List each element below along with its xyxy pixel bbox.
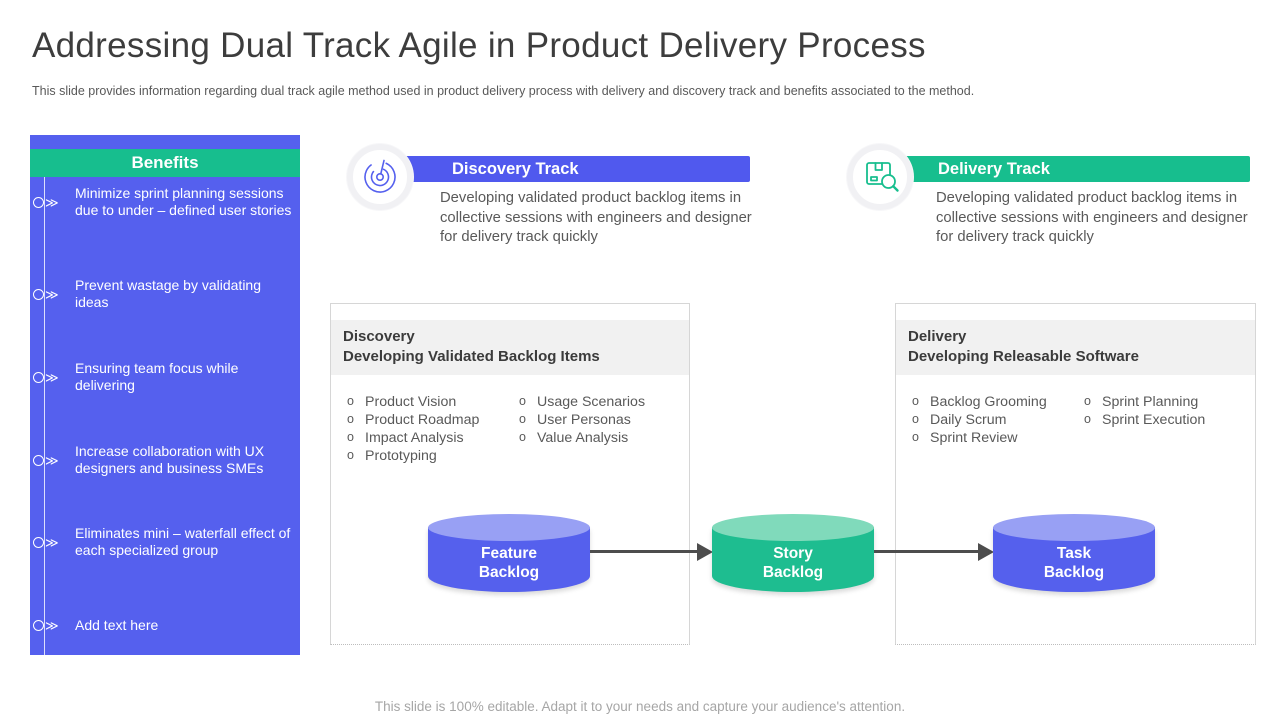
benefits-header: Benefits (30, 149, 300, 177)
delivery-panel: Delivery Developing Releasable Software … (895, 303, 1256, 645)
feature-backlog-cylinder: Feature Backlog (428, 514, 590, 592)
bullet-icon: o (1084, 393, 1091, 408)
page-title: Addressing Dual Track Agile in Product D… (32, 26, 926, 65)
benefit-item: ≫ Ensuring team focus while delivering (30, 360, 300, 395)
circle-chevron-icon: ≫ (33, 454, 69, 467)
delivery-track-title: Delivery Track (938, 159, 1050, 178)
feature-backlog-label: Feature Backlog (478, 544, 540, 581)
delivery-panel-heading-line2: Developing Releasable Software (908, 348, 1139, 366)
task-backlog-label: Task Backlog (1043, 544, 1105, 581)
circle-chevron-icon: ≫ (33, 619, 69, 632)
bullet-icon: o (347, 393, 354, 408)
bullet-icon: o (347, 411, 354, 426)
bullet-icon: o (519, 411, 526, 426)
bullet-icon: o (347, 448, 354, 463)
benefits-panel: Benefits ≫ Minimize sprint planning sess… (30, 135, 300, 655)
benefit-item: ≫ Increase collaboration with UX designe… (30, 443, 300, 478)
discovery-track-title: Discovery Track (452, 159, 579, 178)
bullet-icon: o (347, 429, 354, 444)
benefits-timeline (44, 177, 45, 655)
page-subtitle: This slide provides information regardin… (32, 84, 975, 98)
bullet-icon: o (519, 393, 526, 408)
benefit-item: ≫ Minimize sprint planning sessions due … (30, 185, 300, 220)
benefit-item-label: Eliminates mini – waterfall effect of ea… (75, 525, 291, 559)
discovery-track-badge (347, 144, 413, 210)
benefit-item: ≫ Add text here (30, 617, 300, 634)
circle-chevron-icon: ≫ (33, 371, 69, 384)
delivery-panel-header: Delivery Developing Releasable Software (896, 320, 1255, 375)
benefit-item-label: Ensuring team focus while delivering (75, 360, 239, 394)
arrow-head-icon (697, 542, 713, 561)
bullet-icon: o (519, 429, 526, 444)
discovery-panel-heading-line2: Developing Validated Backlog Items (343, 348, 600, 366)
discovery-panel-heading-line1: Discovery (343, 328, 415, 345)
bullet-icon: o (912, 429, 919, 444)
discovery-panel-header: Discovery Developing Validated Backlog I… (331, 320, 689, 375)
circle-chevron-icon: ≫ (33, 196, 69, 209)
radar-target-icon (359, 154, 401, 201)
bullet-icon: o (1084, 411, 1091, 426)
delivery-panel-heading-line1: Delivery (908, 328, 967, 345)
circle-chevron-icon: ≫ (33, 536, 69, 549)
delivery-track-bar: Delivery Track (880, 156, 1250, 182)
story-backlog-cylinder: Story Backlog (712, 514, 874, 592)
discovery-panel: Discovery Developing Validated Backlog I… (330, 303, 690, 645)
discovery-track-bar: Discovery Track (400, 156, 750, 182)
slide-footer: This slide is 100% editable. Adapt it to… (374, 699, 906, 714)
discovery-track-description: Developing validated product backlog ite… (440, 190, 752, 246)
benefit-item-label: Add text here (75, 617, 159, 633)
flow-arrow (590, 550, 698, 553)
arrow-head-icon (978, 542, 994, 561)
benefit-item-label: Prevent wastage by validating ideas (75, 277, 261, 311)
benefit-item: ≫ Prevent wastage by validating ideas (30, 277, 300, 312)
benefit-item: ≫ Eliminates mini – waterfall effect of … (30, 525, 300, 560)
bullet-icon: o (912, 411, 919, 426)
bullet-icon: o (912, 393, 919, 408)
flow-arrow (874, 550, 979, 553)
package-magnifier-icon (859, 154, 901, 201)
task-backlog-cylinder: Task Backlog (993, 514, 1155, 592)
delivery-track-badge (847, 144, 913, 210)
circle-chevron-icon: ≫ (33, 288, 69, 301)
delivery-track-description: Developing validated product backlog ite… (936, 190, 1248, 246)
story-backlog-label: Story Backlog (762, 544, 824, 581)
benefit-item-label: Minimize sprint planning sessions due to… (75, 185, 292, 219)
benefit-item-label: Increase collaboration with UX designers… (75, 443, 265, 477)
